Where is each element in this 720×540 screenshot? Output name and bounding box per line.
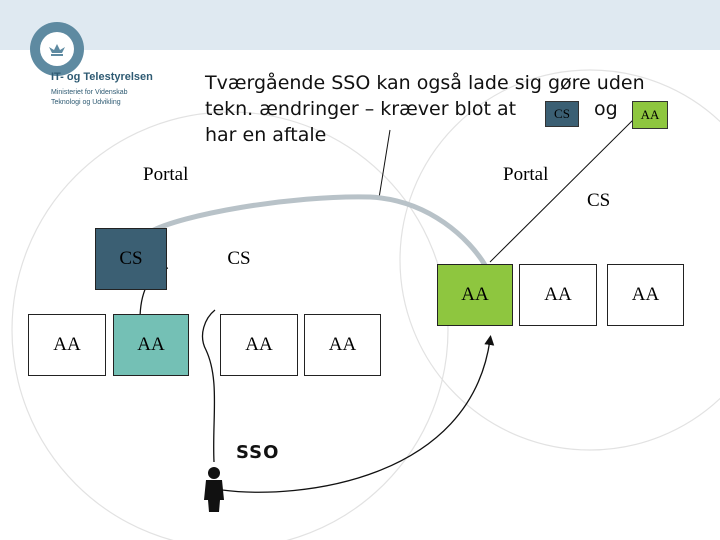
- aa-node-teal: AA: [113, 314, 189, 376]
- right-portal-label: Portal: [503, 164, 549, 185]
- org-name: IT- og Telestyrelsen: [51, 71, 153, 83]
- cs-node-plain: CS: [227, 248, 251, 269]
- aa-node-green: AA: [437, 264, 513, 326]
- user-to-aa-line: [201, 309, 216, 463]
- headline-text: Tværgående SSO kan også lade sig gøre ud…: [205, 70, 645, 148]
- left-domain-circle: [11, 111, 449, 540]
- headline-aa-badge: AA: [632, 101, 668, 129]
- aa-node-left-1: AA: [28, 314, 106, 376]
- cs-node-dark: CS: [95, 228, 167, 290]
- portal-bridge-line: [148, 194, 488, 267]
- callout-line-aa: [489, 119, 634, 263]
- aa-node-left-3: AA: [220, 314, 298, 376]
- crown-logo-icon: [30, 22, 84, 76]
- user-to-right-aa-arrow: [221, 335, 495, 493]
- left-portal-label: Portal: [143, 164, 189, 185]
- user-figure-icon: [204, 467, 224, 512]
- aa-node-right-3: AA: [607, 264, 684, 326]
- headline-line-2: tekn. ændringer – kræver blot at: [205, 98, 517, 120]
- callout-line-cs: [378, 129, 391, 199]
- headline-og: og: [594, 98, 618, 120]
- right-domain-circle: [399, 69, 720, 451]
- headline-cs-badge: CS: [545, 101, 579, 127]
- org-subtitle-1: Ministeriet for Videnskab: [51, 89, 128, 96]
- top-banner: [0, 0, 720, 50]
- headline-line-1: Tværgående SSO kan også lade sig gøre ud…: [205, 72, 645, 94]
- org-subtitle-2: Teknologi og Udvikling: [51, 99, 121, 106]
- right-cs-label: CS: [587, 190, 611, 211]
- aa-node-left-4: AA: [304, 314, 381, 376]
- sso-label: SSO: [236, 442, 280, 463]
- headline-line-3: har en aftale: [205, 124, 327, 146]
- aa-node-right-2: AA: [519, 264, 597, 326]
